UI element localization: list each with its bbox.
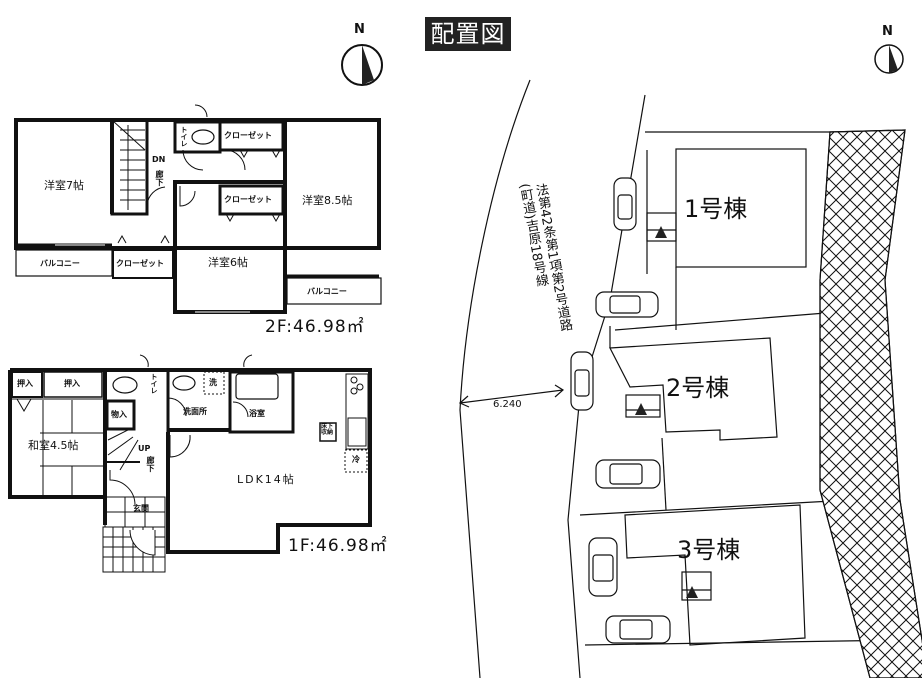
toilet-2f: トイレ xyxy=(180,126,188,147)
stairs-up: UP xyxy=(138,444,151,453)
road-width: 6.240 xyxy=(493,399,522,410)
north-label: N xyxy=(354,22,365,37)
room-western-7: 洋室7帖 xyxy=(44,179,84,192)
entrance-marker xyxy=(655,226,667,238)
compass-right: N xyxy=(872,24,922,84)
floor-plan-2f-drawing xyxy=(14,104,382,314)
floor-plan-1f: 押入 押入 和室4.5帖 トイレ 物入 洗面所 洗 浴室 UP 廊下 LDK14… xyxy=(0,0,400,580)
building-2-label: 2号棟 xyxy=(666,374,730,402)
closet-bottom: クローゼット xyxy=(116,259,164,268)
fridge-space: 冷 xyxy=(352,455,360,464)
room-western-6: 洋室6帖 xyxy=(208,256,248,269)
north-label: N xyxy=(882,24,893,39)
closet-top: クローゼット xyxy=(224,131,272,140)
building-1-label: 1号棟 xyxy=(684,195,748,223)
washer-space: 洗 xyxy=(209,378,217,387)
hallway-2f: 廊下 xyxy=(155,170,164,186)
floor-area-2f: 2F:46.98㎡ xyxy=(265,317,365,337)
bathroom: 浴室 xyxy=(249,409,265,418)
underfloor-storage: 床下収納 xyxy=(321,423,334,436)
building-3-label: 3号棟 xyxy=(677,536,741,564)
site-plan-title: 配置図 xyxy=(425,17,511,51)
compass-icon xyxy=(874,44,904,74)
floor-area-1f: 1F:46.98㎡ xyxy=(288,536,388,556)
toilet-1f: トイレ xyxy=(150,373,158,394)
floor-plan-1f-drawing xyxy=(8,354,372,573)
car-icons xyxy=(570,177,671,644)
floor-plan-2f: 洋室7帖 洋室8.5帖 洋室6帖 トイレ クローゼット クローゼット クローゼッ… xyxy=(0,0,400,345)
hallway-1f: 廊下 xyxy=(146,456,155,472)
room-ldk: LDK14帖 xyxy=(237,473,296,486)
oshiire-small: 押入 xyxy=(17,379,33,388)
stairs-down: DN xyxy=(152,155,166,164)
site-plan-drawing xyxy=(458,79,922,678)
oshiire-large: 押入 xyxy=(64,379,80,388)
site-plan: 法第42条第1項第2号道路 (町道)吉原18号線 6.240 1号棟 2号棟 3… xyxy=(430,60,922,678)
compass-icon xyxy=(341,44,383,86)
room-japanese: 和室4.5帖 xyxy=(28,439,79,452)
washroom: 洗面所 xyxy=(183,407,207,416)
balcony-left: バルコニー xyxy=(40,259,80,268)
room-western-8-5: 洋室8.5帖 xyxy=(302,194,353,207)
entrance: 玄関 xyxy=(133,504,149,513)
balcony-right: バルコニー xyxy=(307,287,347,296)
compass-left: N xyxy=(340,22,390,92)
storage: 物入 xyxy=(111,410,127,419)
closet-mid: クローゼット xyxy=(224,195,272,204)
